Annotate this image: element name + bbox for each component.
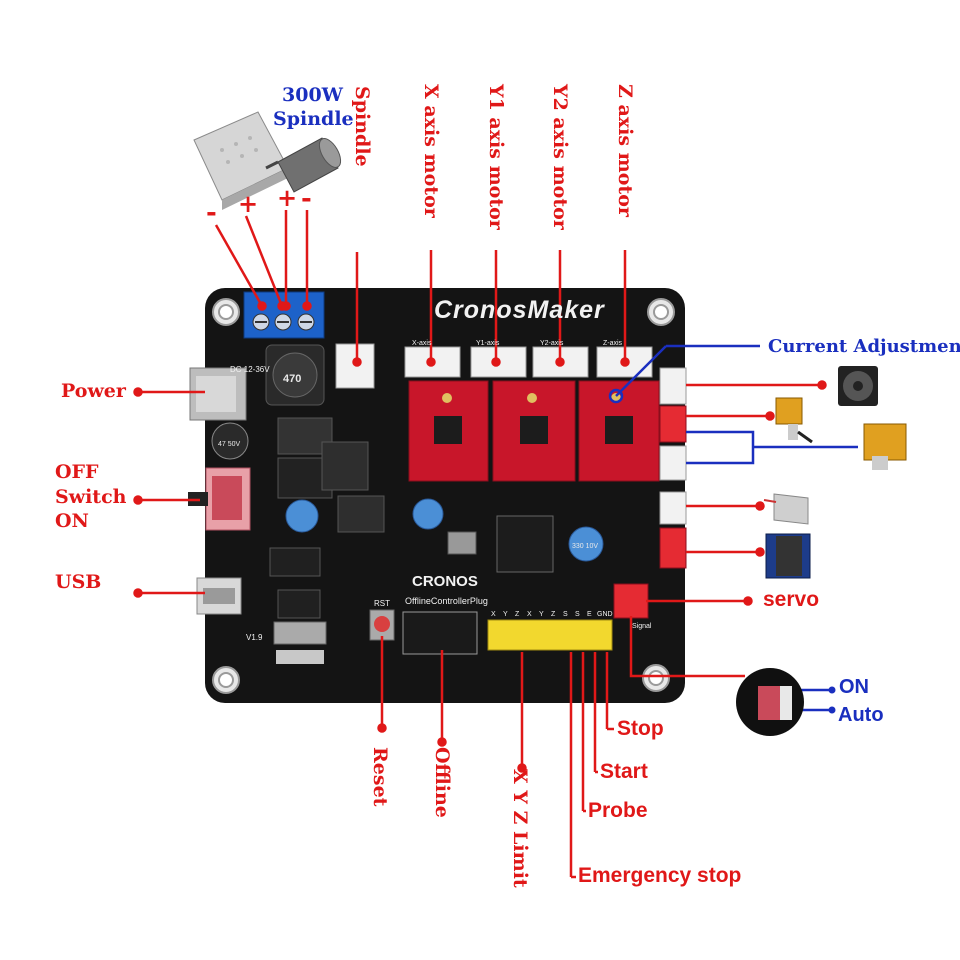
spindle-motor-image <box>265 137 342 193</box>
spindle-label: Spindle <box>351 86 373 167</box>
rst-text: RST <box>374 599 390 608</box>
laser-diode-icon <box>763 493 809 525</box>
ic-1 <box>269 547 321 577</box>
start-label: Start <box>600 760 648 783</box>
header-pin-labels: X Y Z X Y Z S S E GND <box>491 611 613 618</box>
mosfet <box>321 441 369 491</box>
capacitor-330uf <box>568 526 604 562</box>
spindle-power-label-2: Spindle <box>273 108 354 130</box>
axis-header-x: X-axis <box>412 340 432 347</box>
polarity-minus-1: - <box>206 198 217 228</box>
capacitor-47uf <box>211 422 249 460</box>
reset-label: Reset <box>369 747 391 807</box>
switch-label: Switch <box>55 486 127 508</box>
spindle-power-label: 300W <box>282 84 343 106</box>
blue-laser-module-icon <box>765 533 811 579</box>
fan-icon <box>838 366 878 406</box>
capacitor-blue-1 <box>285 499 319 533</box>
right-connectors <box>659 367 687 569</box>
cap-1-text: 47 50V <box>218 441 241 448</box>
emergency-stop-label: Emergency stop <box>578 864 742 887</box>
limit-header <box>487 619 613 651</box>
axis-header-y1: Y1-axis <box>476 340 500 347</box>
laser-module-icon-2 <box>863 423 907 470</box>
stop-label: Stop <box>617 717 664 740</box>
capacitor-blue-2 <box>412 498 444 530</box>
jumper-inset-icon <box>736 668 804 736</box>
usb-label: USB <box>55 571 102 593</box>
cap-2-text: 330 10V <box>572 543 598 550</box>
offline-plug-text: OfflineControllerPlug <box>405 596 488 606</box>
mode-jumper <box>613 583 649 619</box>
y1-axis-motor-label: Y1 axis motor <box>485 84 507 230</box>
signal-text: Signal <box>632 623 652 630</box>
board-brand: CronosMaker <box>434 296 605 324</box>
jumper-auto-label: Auto <box>838 704 884 726</box>
svg-text:Y: Y <box>539 611 544 618</box>
power-label: Power <box>61 380 126 402</box>
inductor-text: 470 <box>283 373 301 385</box>
polarity-plus-1: + <box>238 189 259 218</box>
stepper-drivers <box>408 380 660 482</box>
servo-label: servo <box>763 588 820 611</box>
laser-module-icon-1 <box>775 397 813 444</box>
power-screw-terminal <box>243 291 325 339</box>
svg-text:S: S <box>563 611 568 618</box>
svg-text:Z: Z <box>515 611 520 618</box>
svg-text:E: E <box>587 611 592 618</box>
dc-input-text: DC 12-36V <box>230 365 270 374</box>
y2-axis-motor-label: Y2 axis motor <box>549 84 571 230</box>
on-label: ON <box>55 510 89 532</box>
offline-header <box>402 611 478 655</box>
off-label: OFF <box>55 461 99 483</box>
current-adjustment-label: Current Adjustment <box>768 336 960 357</box>
power-supply-image <box>193 111 289 210</box>
polarity-minus-2: - <box>301 184 312 214</box>
svg-text:Z: Z <box>551 611 556 618</box>
chip-brand: CRONOS <box>412 573 478 590</box>
svg-text:Y: Y <box>503 611 508 618</box>
xyz-limit-label: X Y Z Limit <box>509 769 531 888</box>
leader-lines <box>133 210 827 879</box>
crystal <box>273 621 327 645</box>
version-text: V1.9 <box>246 633 263 642</box>
offline-label: Offline <box>431 747 453 818</box>
jumper-on-label: ON <box>839 676 869 698</box>
mounting-holes <box>212 298 675 694</box>
svg-text:S: S <box>575 611 580 618</box>
axis-header-y2: Y2-axis <box>540 340 564 347</box>
svg-text:X: X <box>527 611 532 618</box>
svg-text:X: X <box>491 611 496 618</box>
polarity-plus-2: + <box>277 183 298 212</box>
axis-header-z: Z-axis <box>603 340 623 347</box>
z-axis-motor-label: Z axis motor <box>614 84 636 217</box>
main-mcu <box>496 515 554 573</box>
x-axis-motor-label: X axis motor <box>420 84 442 218</box>
svg-text:GND: GND <box>597 611 613 618</box>
probe-label: Probe <box>588 799 648 822</box>
